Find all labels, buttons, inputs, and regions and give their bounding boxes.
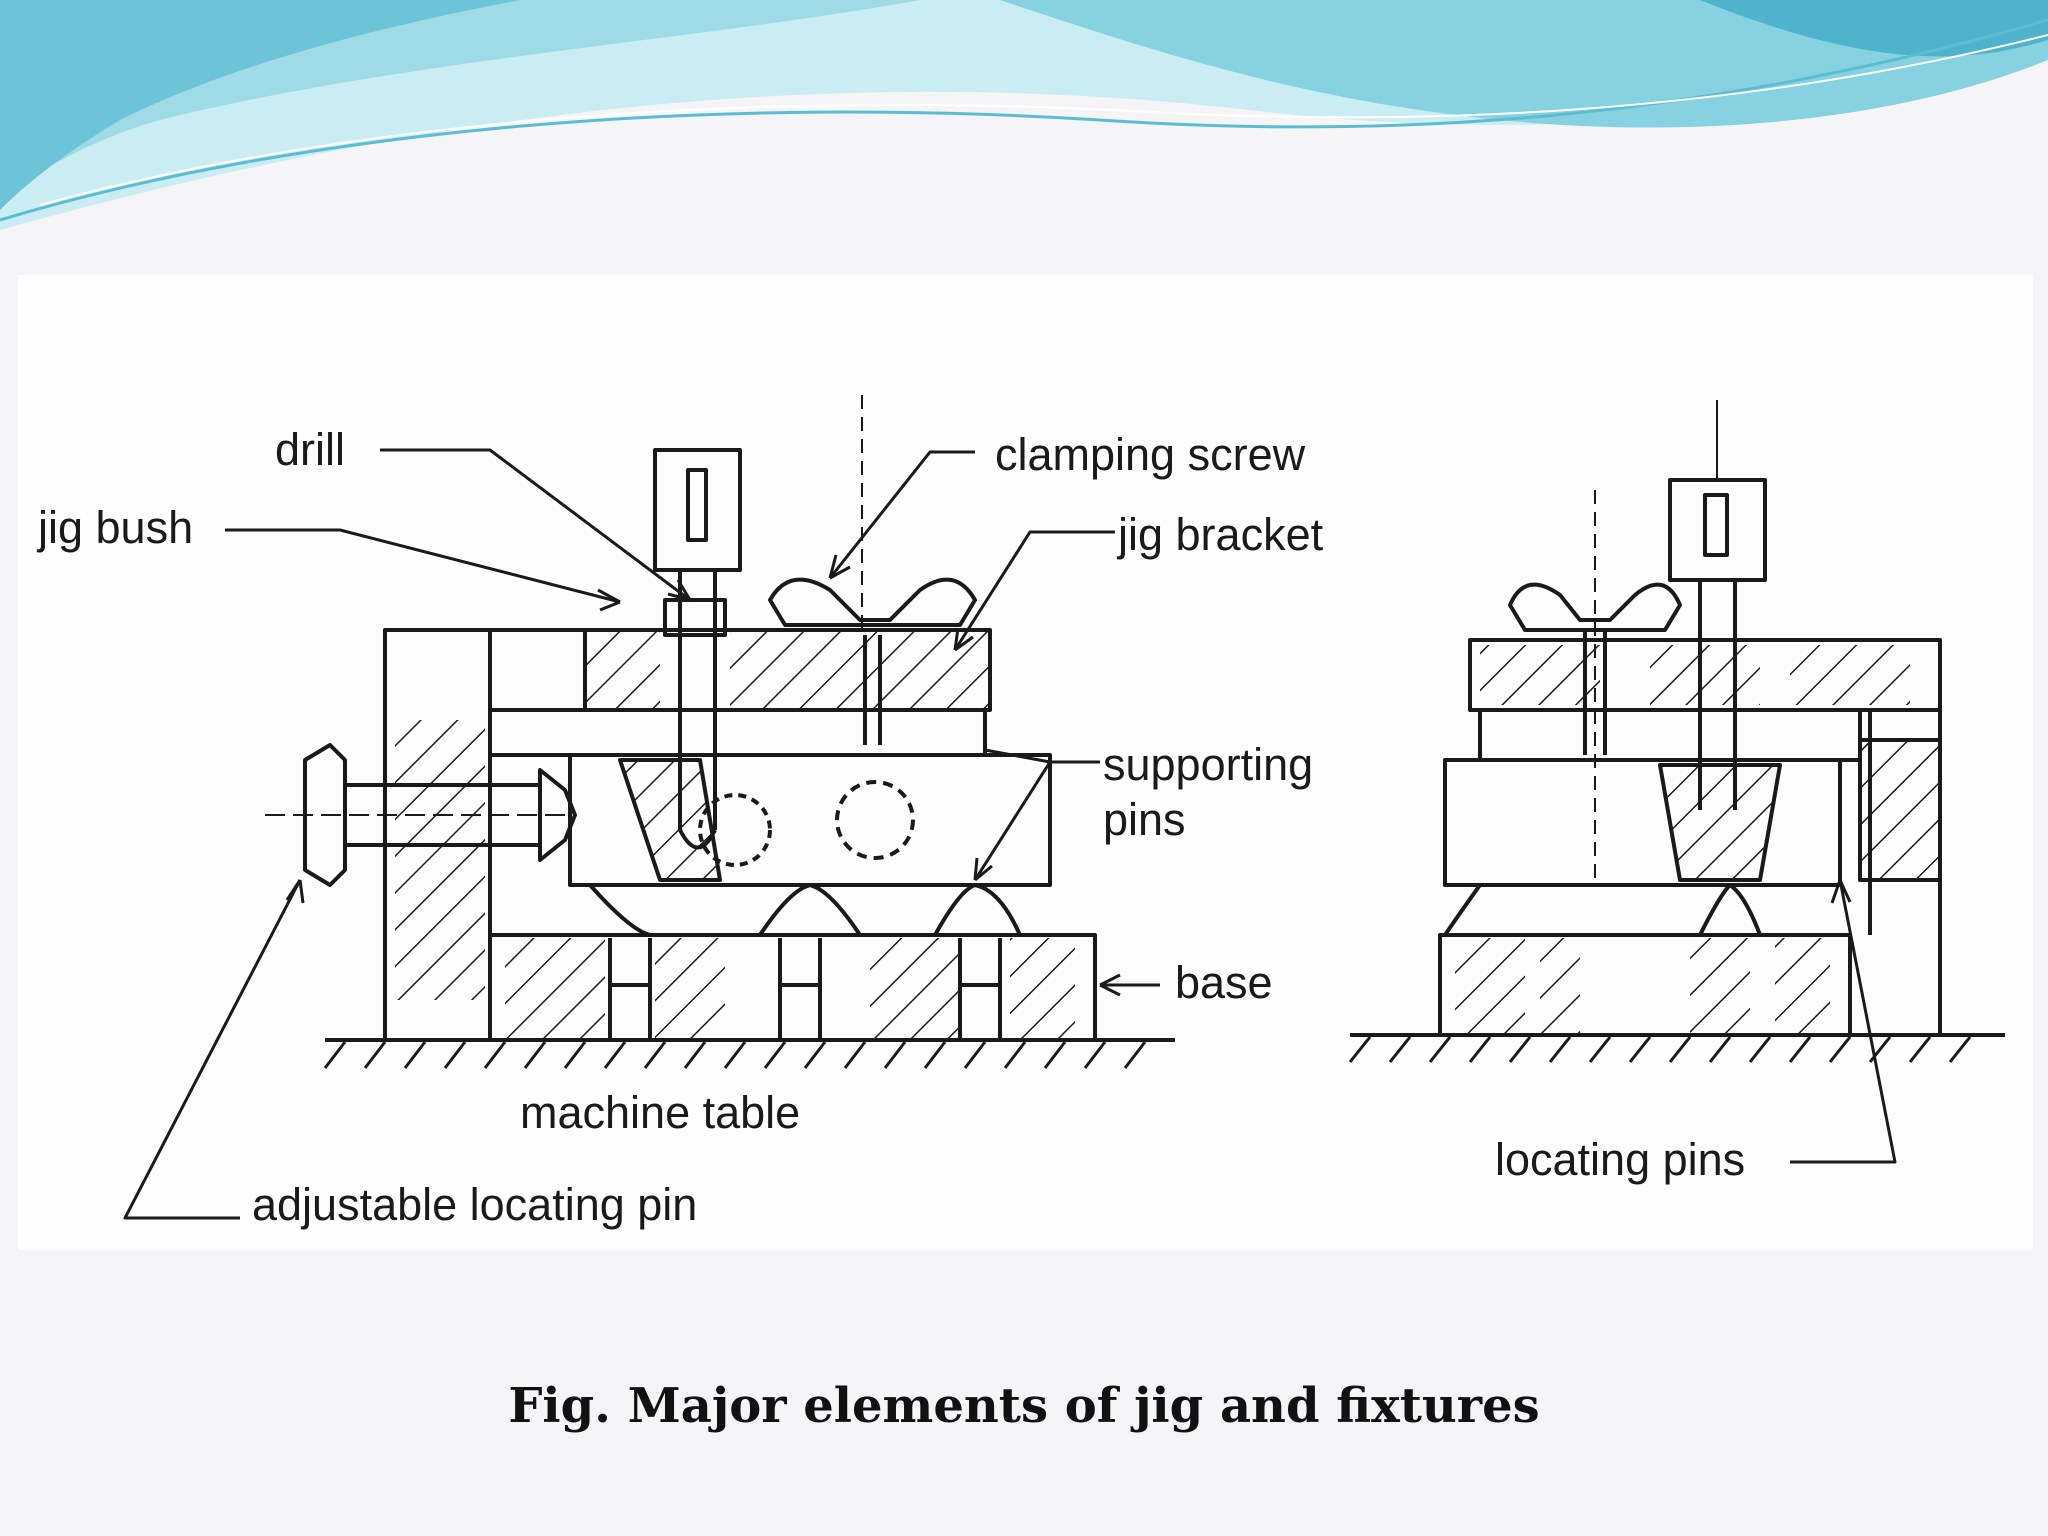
figure-caption: Fig. Major elements of jig and fixtures [508, 1378, 1540, 1434]
base-hatch-section [1010, 938, 1075, 1038]
label-locating-pins: locating pins [1495, 1134, 1745, 1185]
label-jig-bush: jig bush [36, 502, 193, 553]
supporting-pin-right [1698, 883, 1762, 936]
left-view [265, 395, 1175, 1069]
label-machine-table: machine table [520, 1087, 800, 1138]
supporting-pin-right [1443, 883, 1482, 937]
supporting-pin [758, 883, 862, 937]
workpiece-hatch [618, 758, 722, 882]
jig-bracket-right [1478, 708, 1862, 762]
supporting-pin [588, 883, 651, 937]
locating-pin-head [303, 743, 347, 887]
locating-pin-tip [538, 768, 577, 862]
leader-lines [123, 448, 1897, 1220]
drill-flute [686, 468, 708, 542]
supporting-pin [933, 883, 1022, 936]
workpiece-right [1443, 758, 1842, 887]
header-wave-decoration [0, 0, 2048, 230]
jig-bracket-plate [583, 628, 992, 712]
label-supporting-pins-2: pins [1103, 794, 1186, 845]
drill-tip [678, 829, 717, 850]
base-block-right [1438, 933, 1852, 1037]
base-hatch-section [870, 938, 960, 1038]
drill-hole-swirl [698, 793, 772, 867]
side-block-right [1858, 738, 1942, 882]
label-supporting-pins-1: supporting [1103, 739, 1313, 790]
label-clamping-screw: clamping screw [995, 429, 1306, 480]
label-jig-bracket: jig bracket [1116, 509, 1324, 560]
machine-table-hatch [323, 1041, 1147, 1069]
label-adjustable-locating-pin: adjustable locating pin [252, 1179, 697, 1230]
jig-bush [663, 598, 727, 637]
drill-chuck [653, 448, 742, 572]
right-view [1348, 400, 2005, 1063]
diagram-panel [18, 275, 2033, 1250]
jig-bracket [488, 708, 987, 757]
clamping-screw-wing-right [1508, 582, 1682, 632]
hidden-feature-circle [835, 780, 915, 860]
base-hatch-section [655, 938, 725, 1038]
label-drill: drill [275, 424, 345, 475]
jig-bracket-plate-gap [660, 632, 730, 708]
clamping-screw-wing [768, 577, 977, 627]
base-holes [608, 938, 1002, 1038]
jig-body-hatch [395, 720, 485, 1000]
label-base: base [1175, 957, 1273, 1008]
base-hatch-section [505, 938, 605, 1038]
